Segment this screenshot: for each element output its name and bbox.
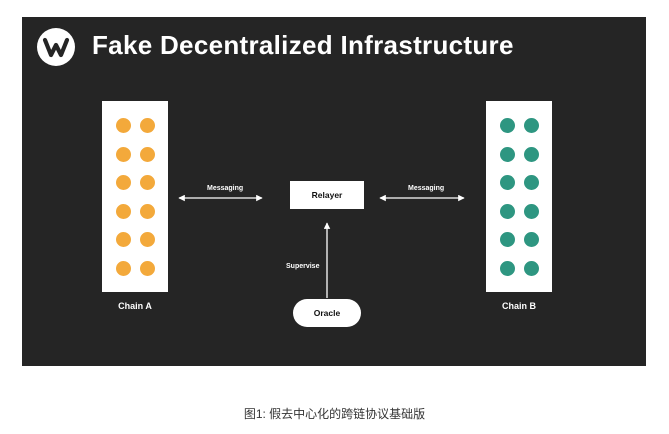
- diagram-panel: Fake Decentralized Infrastructure: [22, 17, 646, 366]
- chain-b-dot: [524, 118, 539, 133]
- chain-b-dot: [500, 232, 515, 248]
- chain-a-dot: [140, 203, 155, 219]
- chain-b-dot: [524, 203, 539, 219]
- chain-b-dot: [524, 175, 539, 191]
- chain-b-label: Chain B: [501, 301, 536, 311]
- chain-b-node: [486, 101, 552, 292]
- chain-a-dot: [116, 260, 131, 276]
- chain-b-dot: [500, 118, 515, 133]
- chain-b-dot: [524, 232, 539, 248]
- messaging-label-left: Messaging: [207, 185, 244, 192]
- chain-a-label: Chain A: [118, 301, 152, 311]
- figure-caption: 图1: 假去中心化的跨链协议基础版: [243, 407, 426, 421]
- chain-b-dot: [500, 203, 515, 219]
- supervise-label: Supervise: [286, 263, 320, 270]
- chain-a-dot: [140, 146, 155, 162]
- diagram-title: Fake Decentralized Infrastructure: [92, 30, 514, 60]
- w-logo-icon: [37, 28, 75, 66]
- chain-a-dot: [116, 232, 131, 248]
- chain-a-dot: [140, 118, 155, 133]
- chain-a-dot: [140, 232, 155, 248]
- chain-b-dot: [500, 175, 515, 191]
- chain-b-dot: [500, 146, 515, 162]
- edge-arrows: [178, 194, 465, 298]
- chain-a-dot: [116, 118, 131, 133]
- chain-a-dot: [140, 260, 155, 276]
- relayer-node: Relayer: [290, 181, 364, 209]
- chain-b-dot: [500, 260, 515, 276]
- chain-a-dot: [140, 175, 155, 191]
- oracle-node: Oracle: [293, 299, 361, 327]
- chain-a-dot: [116, 203, 131, 219]
- chain-a-dot: [116, 146, 131, 162]
- chain-a-dots: [116, 118, 155, 276]
- chain-b-dots: [500, 118, 539, 276]
- chain-a-dot: [116, 175, 131, 191]
- chain-b-dot: [524, 260, 539, 276]
- chain-a-node: [102, 101, 168, 292]
- chain-b-dot: [524, 146, 539, 162]
- messaging-label-right: Messaging: [408, 185, 445, 192]
